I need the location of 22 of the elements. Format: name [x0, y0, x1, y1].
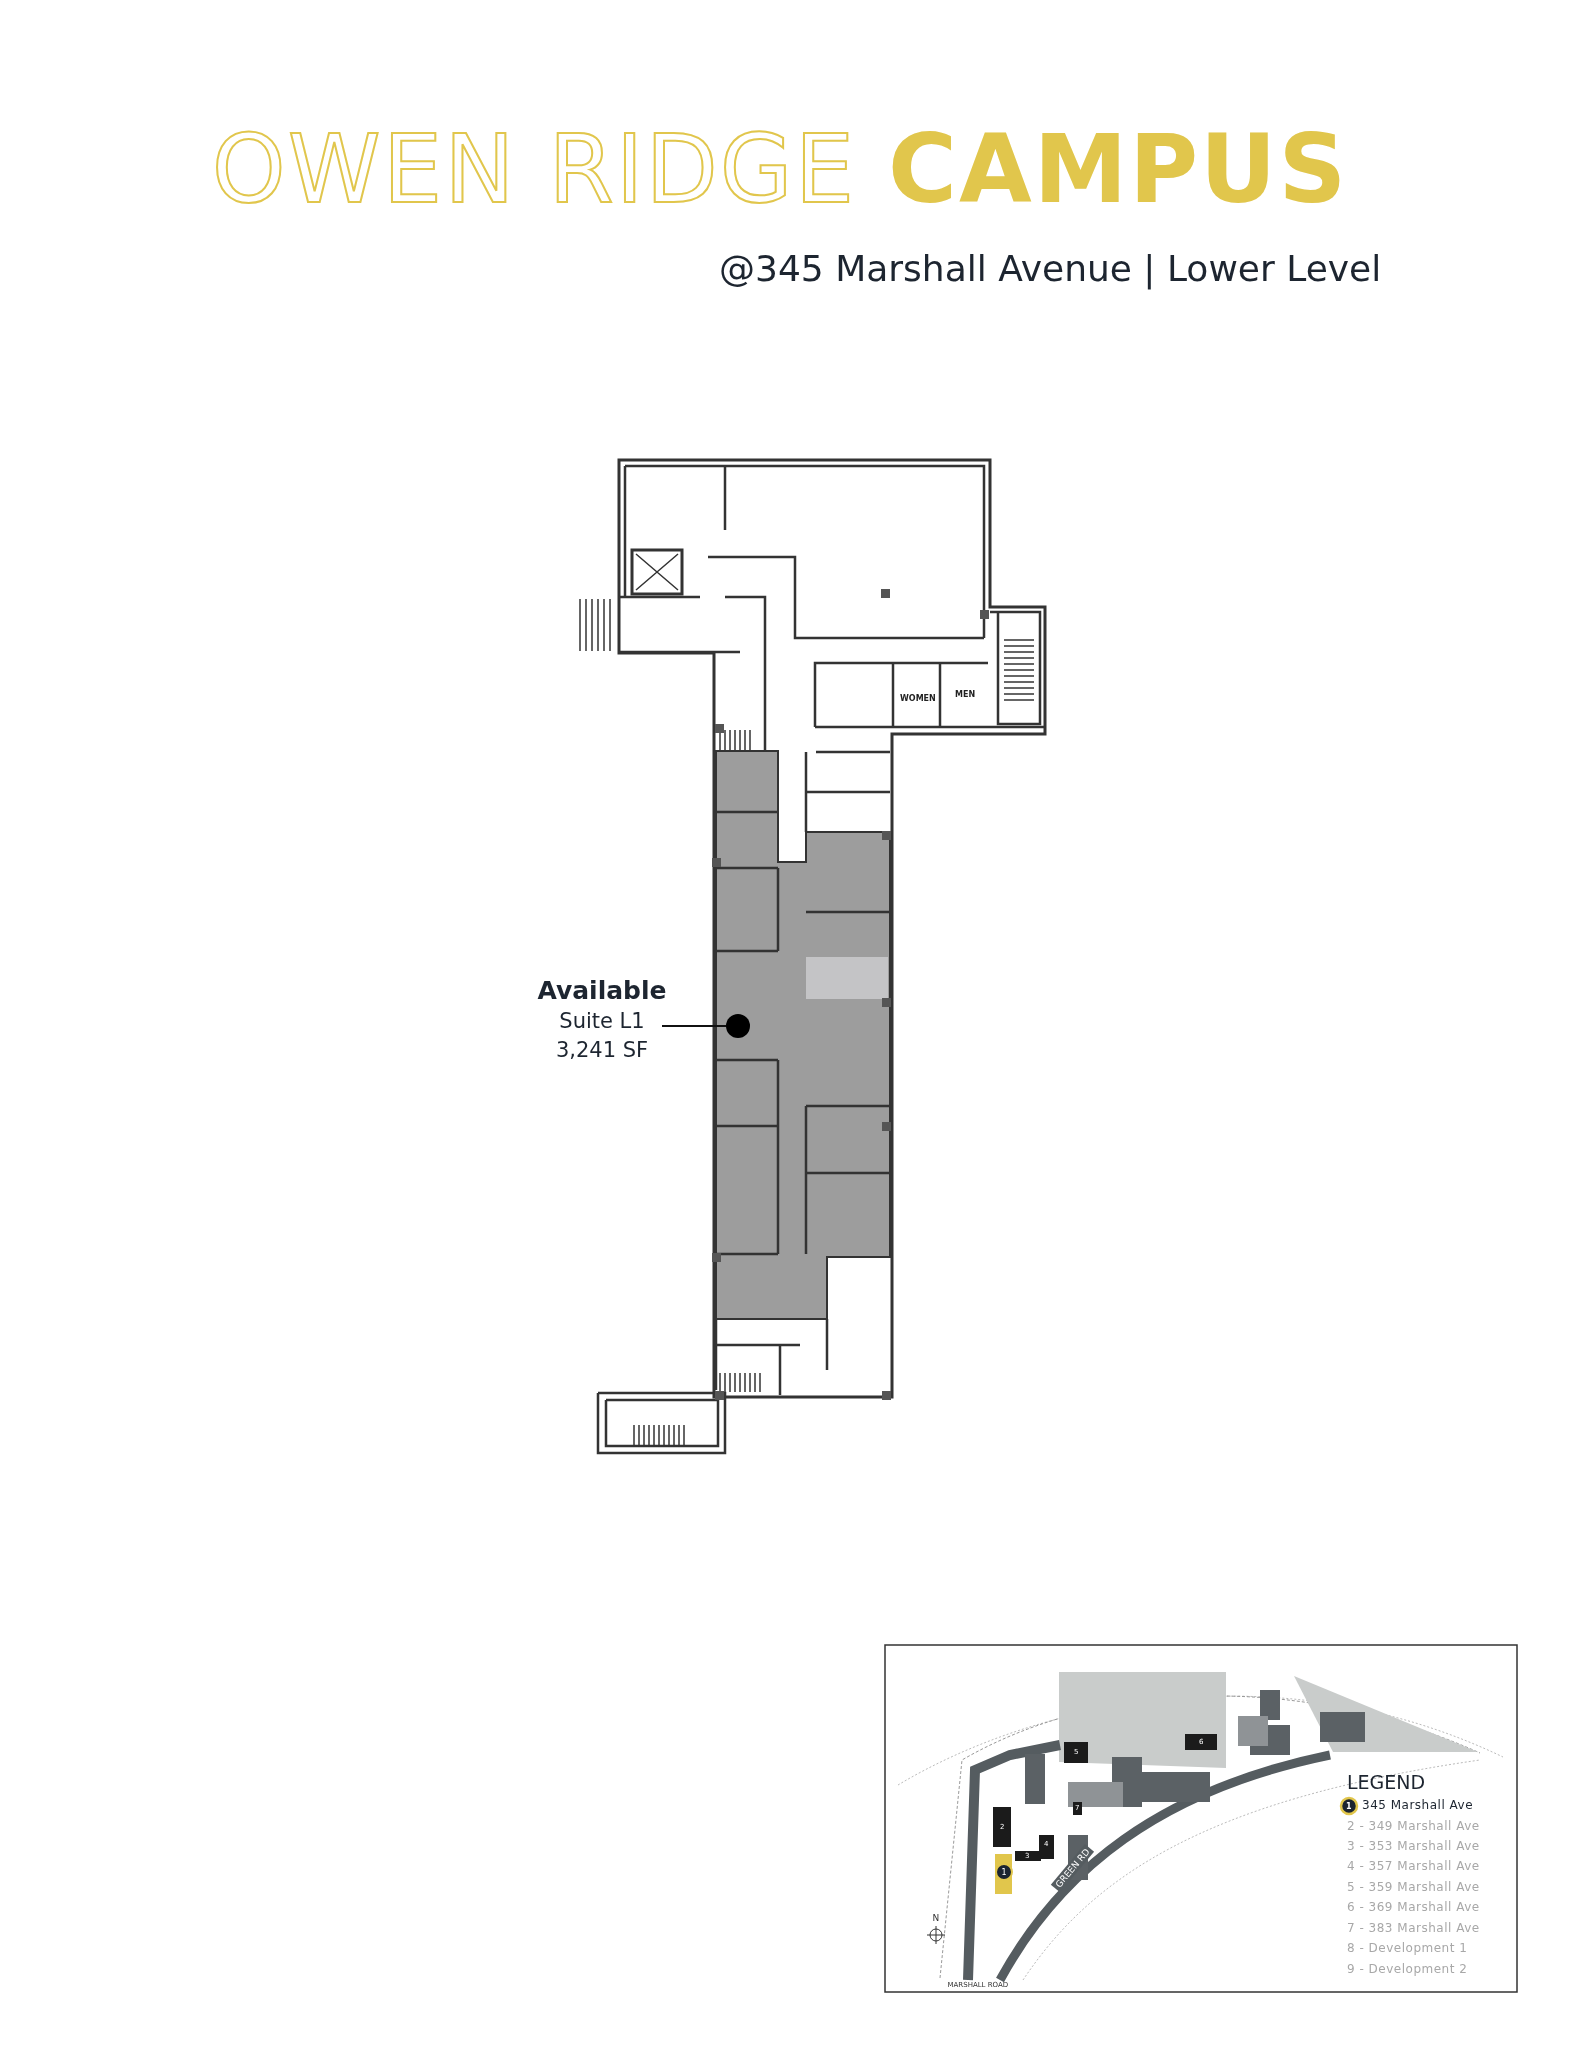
- page-title: OWEN RIDGE CAMPUS: [210, 118, 1350, 222]
- legend-entry: 345 Marshall Ave: [1362, 1799, 1474, 1813]
- legend-entry: 3 - 353 Marshall Ave: [1347, 1840, 1480, 1854]
- location-dot: [726, 1014, 750, 1038]
- legend-entry: 7 - 383 Marshall Ave: [1347, 1922, 1480, 1936]
- legend-entry: 9 - Development 2: [1347, 1963, 1468, 1977]
- legend-title: LEGEND: [1347, 1772, 1426, 1794]
- callout-text: Suite L1: [559, 1008, 645, 1035]
- legend-entry: 6 - 369 Marshall Ave: [1347, 1901, 1480, 1915]
- room-label: WOMEN: [900, 694, 936, 704]
- room-label: MEN: [955, 690, 976, 700]
- building-number: 1: [1001, 1867, 1007, 1877]
- legend-number: 1: [1346, 1801, 1352, 1811]
- legend-entry: 8 - Development 1: [1347, 1942, 1468, 1956]
- legend-entry: 2 - 349 Marshall Ave: [1347, 1820, 1480, 1834]
- compass-north-label: N: [932, 1913, 940, 1924]
- legend-entry: 4 - 357 Marshall Ave: [1347, 1860, 1480, 1874]
- leader-line: [662, 1024, 726, 1028]
- callout-text: 3,241 SF: [555, 1037, 649, 1064]
- legend-entry: 5 - 359 Marshall Ave: [1347, 1881, 1480, 1895]
- page-subtitle: @345 Marshall Avenue | Lower Level: [719, 248, 1382, 290]
- callout-heading: Available: [537, 975, 667, 1007]
